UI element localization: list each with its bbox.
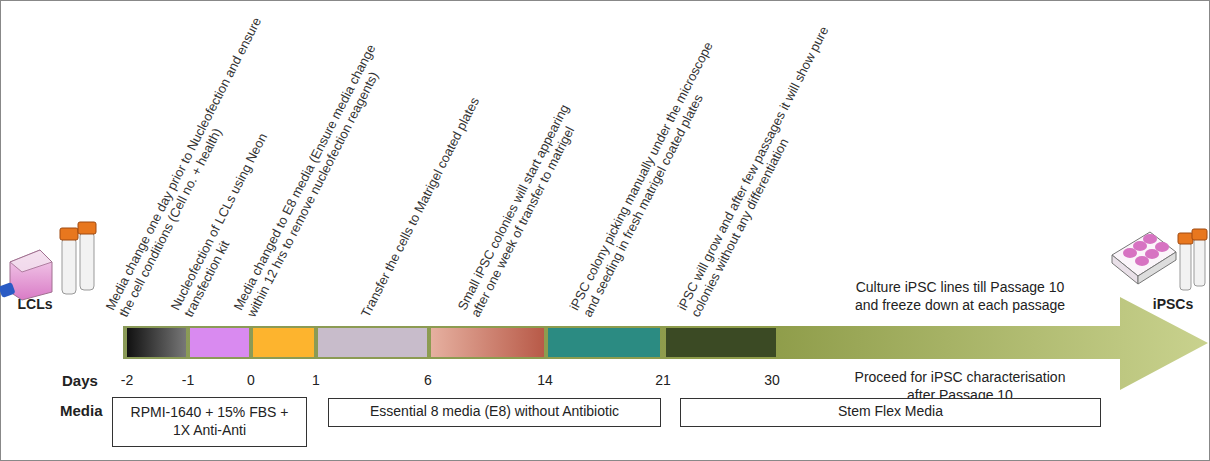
- day-number: 1: [312, 372, 320, 390]
- day-number: -2: [121, 372, 133, 390]
- media-box: Essential 8 media (E8) without Antibioti…: [328, 398, 661, 427]
- cryo-tubes: [1178, 229, 1207, 290]
- segment: [666, 328, 776, 357]
- day-number: 0: [247, 372, 255, 390]
- day-number: 21: [655, 372, 671, 390]
- media-box: RPMI-1640 + 15% FBS + 1X Anti-Anti: [112, 397, 307, 447]
- day-number: 30: [764, 372, 780, 390]
- segment: [431, 328, 544, 357]
- row-heading: Days: [62, 372, 98, 391]
- step-annotation: Small iPSC colonies will start appearing…: [455, 84, 595, 320]
- media-text: Essential 8 media (E8) without Antibioti…: [341, 403, 648, 421]
- segment: [253, 328, 314, 357]
- cryo-tubes: [60, 222, 96, 294]
- segment: [548, 328, 660, 357]
- media-text: RPMI-1640 + 15% FBS + 1X Anti-Anti: [125, 404, 294, 439]
- lcl-flask: [0, 250, 52, 300]
- cell-label: iPSCs: [1153, 296, 1193, 314]
- segment: [318, 328, 427, 357]
- day-number: 6: [424, 372, 432, 390]
- day-number: -1: [182, 372, 194, 390]
- media-box: Stem Flex Media: [680, 398, 1101, 427]
- note-text: Culture iPSC lines till Passage 10 and f…: [849, 279, 1071, 314]
- six-well-plate: [1112, 232, 1176, 284]
- media-text: Stem Flex Media: [693, 403, 1088, 421]
- day-number: 14: [537, 372, 553, 390]
- cell-label: LCLs: [18, 296, 53, 314]
- row-heading: Media: [60, 402, 103, 421]
- segment: [190, 328, 249, 357]
- segment: [127, 328, 186, 357]
